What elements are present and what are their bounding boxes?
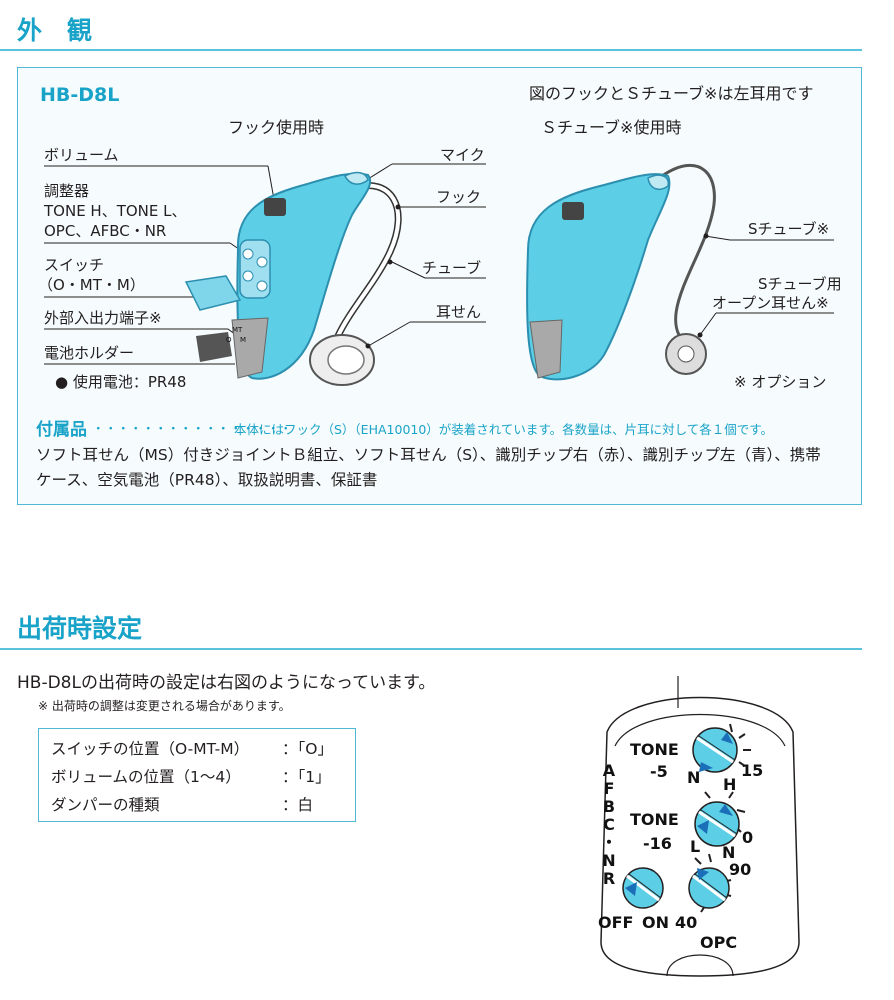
label-adjuster-line1: TONE H、TONE L、 xyxy=(44,202,187,220)
section-title-appearance: 外 観 xyxy=(17,16,93,45)
tone-h-min: -5 xyxy=(650,762,668,781)
tone-l-n: N xyxy=(722,843,736,862)
afbc-nr-vertical-label: A F B C ・ N R xyxy=(600,762,618,888)
hearing-aid-body-tube xyxy=(526,173,671,381)
tone-l-l: L xyxy=(690,837,701,856)
afbc-char: B xyxy=(602,797,616,816)
dial-panel xyxy=(600,676,800,977)
switch-cover-icon xyxy=(184,275,242,311)
nr-off-label: OFF xyxy=(598,913,634,932)
afbc-char: F xyxy=(603,779,615,798)
opc-label: OPC xyxy=(700,933,738,952)
label-adjuster-line2: OPC、AFBC・NR xyxy=(44,222,167,240)
setting-row-switch: スイッチの位置（O-MT-M） xyxy=(51,740,250,758)
afbc-nr-dial-icon xyxy=(622,867,664,909)
label-hook: フック xyxy=(436,188,482,206)
label-battery-holder: 電池ホルダー xyxy=(44,344,135,362)
tone-h-label: TONE xyxy=(630,740,679,759)
label-tube: チューブ xyxy=(422,259,482,277)
external-terminal-icon xyxy=(196,332,232,362)
accessories-list: ソフト耳せん（MS）付きジョイントＢ組立、ソフト耳せん（S）、識別チップ右（赤）… xyxy=(36,446,821,489)
label-open-ear-2: オープン耳せん※ xyxy=(712,294,829,312)
setting-row-volume: ボリュームの位置（1〜4） xyxy=(51,768,241,786)
tube-caption: Ｓチューブ※使用時 xyxy=(541,118,682,137)
left-ear-note: 図のフックとＳチューブ※は左耳用です xyxy=(529,84,814,103)
label-adjuster: 調整器 xyxy=(44,182,90,200)
tone-l-max: 0 xyxy=(742,828,754,847)
tone-h-dial-icon xyxy=(692,727,738,773)
tone-l-label: TONE xyxy=(630,810,679,829)
device-mark-mt: MT xyxy=(232,326,243,334)
factory-note: ※ 出荷時の調整は変更される場合があります。 xyxy=(38,699,291,713)
model-name: HB-D8L xyxy=(40,84,120,106)
tone-l-min: -16 xyxy=(643,834,672,853)
afbc-char: R xyxy=(602,869,616,888)
afbc-char: N xyxy=(602,851,616,870)
section-divider xyxy=(0,49,862,51)
label-mic: マイク xyxy=(440,146,485,164)
label-option-note: ※ オプション xyxy=(734,373,827,391)
setting-value-damper: ：白 xyxy=(282,796,314,814)
accessories-note: 本体にはフック（S）（EHA10010）が装着されています。各数量は、片耳に対し… xyxy=(234,422,774,437)
setting-row-damper: ダンパーの種類 xyxy=(51,796,160,814)
section-title-factory-settings: 出荷時設定 xyxy=(17,614,143,643)
tone-l-dial-icon xyxy=(694,801,740,847)
tone-h-max: 15 xyxy=(741,761,764,780)
s-tube-icon xyxy=(661,163,716,350)
appearance-panel xyxy=(17,67,862,505)
nr-on-label: ON xyxy=(642,913,669,932)
device-illustrations: MT M O xyxy=(44,163,834,386)
settings-table: スイッチの位置（O-MT-M） ：「O」 ボリュームの位置（1〜4） ：「1」 … xyxy=(38,728,356,822)
label-earpiece: 耳せん xyxy=(436,303,482,321)
volume-wheel-icon xyxy=(264,198,286,216)
factory-intro: HB-D8Lの出荷時の設定は右図のようになっています。 xyxy=(17,673,436,693)
battery-holder-icon xyxy=(231,317,269,379)
opc-max: 90 xyxy=(729,860,752,879)
opc-min: 40 xyxy=(675,913,698,932)
afbc-char: ・ xyxy=(600,833,617,852)
accessories-dots: ・・・・・・・・・・・・・・・・ xyxy=(92,421,293,436)
label-open-ear-1: Sチューブ用 xyxy=(758,275,842,293)
open-ear-piece-icon xyxy=(665,332,707,375)
hearing-aid-body-hook: MT M O xyxy=(184,171,371,380)
label-s-tube: Sチューブ※ xyxy=(748,220,830,238)
label-volume: ボリューム xyxy=(44,146,119,164)
hook-caption: フック使用時 xyxy=(228,118,325,137)
earpiece-icon xyxy=(309,334,375,386)
tone-h-n: N xyxy=(687,768,701,787)
label-switch: スイッチ xyxy=(44,256,105,274)
section-divider-2 xyxy=(0,648,862,650)
afbc-char: A xyxy=(602,761,616,780)
afbc-char: C xyxy=(603,815,615,834)
setting-value-switch: ：「O」 xyxy=(282,740,333,758)
device-mark-m: M xyxy=(240,336,246,344)
setting-value-volume: ：「1」 xyxy=(282,768,331,786)
label-external-terminal: 外部入出力端子※ xyxy=(44,309,162,327)
device-mark-o: O xyxy=(226,336,232,344)
opc-dial-icon xyxy=(688,867,730,909)
accessories-label: 付属品 xyxy=(36,420,87,440)
label-battery-type: ● 使用電池：PR48 xyxy=(55,373,187,391)
label-switch-positions: （O・MT・M） xyxy=(38,276,145,294)
tone-h-h: H xyxy=(723,775,737,794)
leader-lines xyxy=(44,163,834,365)
